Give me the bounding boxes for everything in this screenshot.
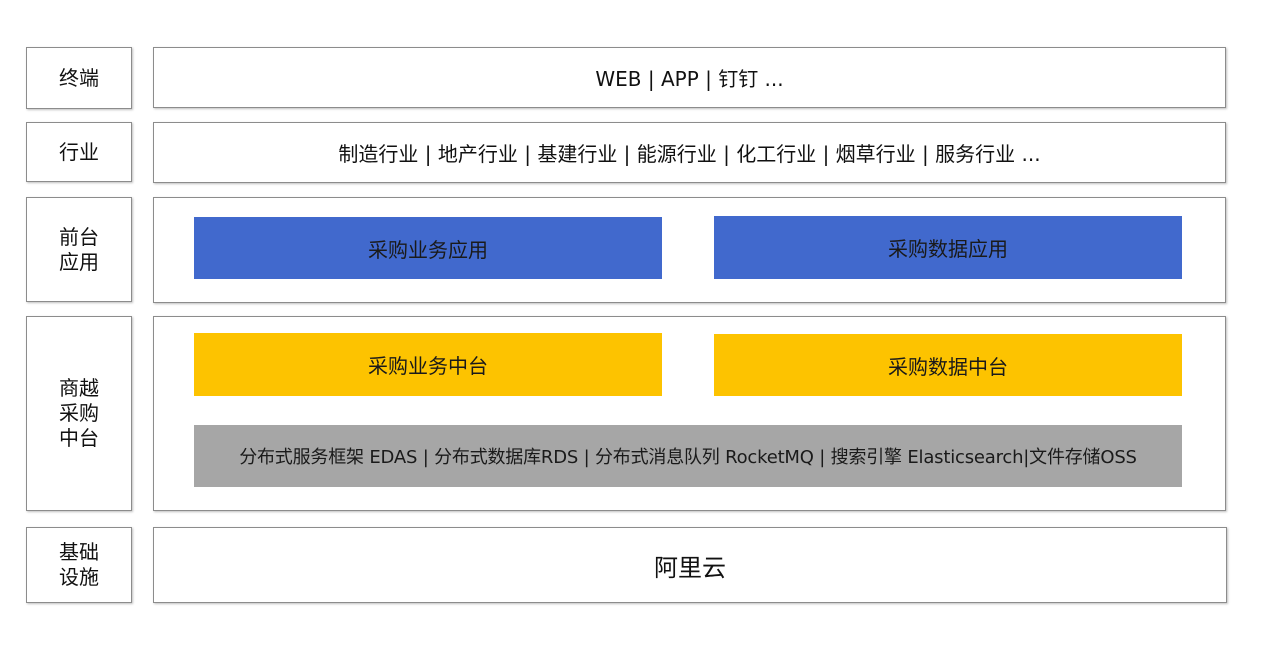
procurement-business-platform-block: 采购业务中台	[194, 333, 662, 396]
layer-industry-label: 行业	[26, 122, 132, 182]
layer-label-text: 基础 设施	[59, 540, 99, 589]
layer-middle-platform-label: 商越 采购 中台	[26, 316, 132, 511]
layer-industry-content: 制造行业 | 地产行业 | 基建行业 | 能源行业 | 化工行业 | 烟草行业 …	[153, 122, 1226, 183]
layer-terminal-label: 终端	[26, 47, 132, 109]
layer-infrastructure-content: 阿里云	[153, 527, 1227, 603]
layer-label-text: 终端	[59, 65, 99, 90]
industry-list: 制造行业 | 地产行业 | 基建行业 | 能源行业 | 化工行业 | 烟草行业 …	[338, 142, 1041, 166]
block-label: 采购数据中台	[888, 354, 1008, 379]
procurement-data-app-block: 采购数据应用	[714, 216, 1182, 279]
services-label: 分布式服务框架 EDAS | 分布式数据库RDS | 分布式消息队列 Rocke…	[239, 447, 1137, 468]
layer-infrastructure-label: 基础 设施	[26, 527, 132, 603]
layer-label-text: 商越 采购 中台	[59, 376, 99, 450]
terminal-list: WEB | APP | 钉钉 ...	[595, 67, 784, 91]
layer-label-text: 前台 应用	[59, 224, 99, 274]
procurement-business-app-block: 采购业务应用	[194, 217, 662, 279]
procurement-data-platform-block: 采购数据中台	[714, 334, 1182, 396]
cloud-provider-label: 阿里云	[654, 553, 726, 582]
infrastructure-services-block: 分布式服务框架 EDAS | 分布式数据库RDS | 分布式消息队列 Rocke…	[194, 425, 1182, 487]
layer-terminal-content: WEB | APP | 钉钉 ...	[153, 47, 1226, 108]
layer-front-app-label: 前台 应用	[26, 197, 132, 302]
layer-label-text: 行业	[59, 139, 99, 164]
block-label: 采购业务应用	[368, 237, 488, 262]
block-label: 采购业务中台	[368, 354, 488, 378]
block-label: 采购数据应用	[888, 237, 1008, 261]
